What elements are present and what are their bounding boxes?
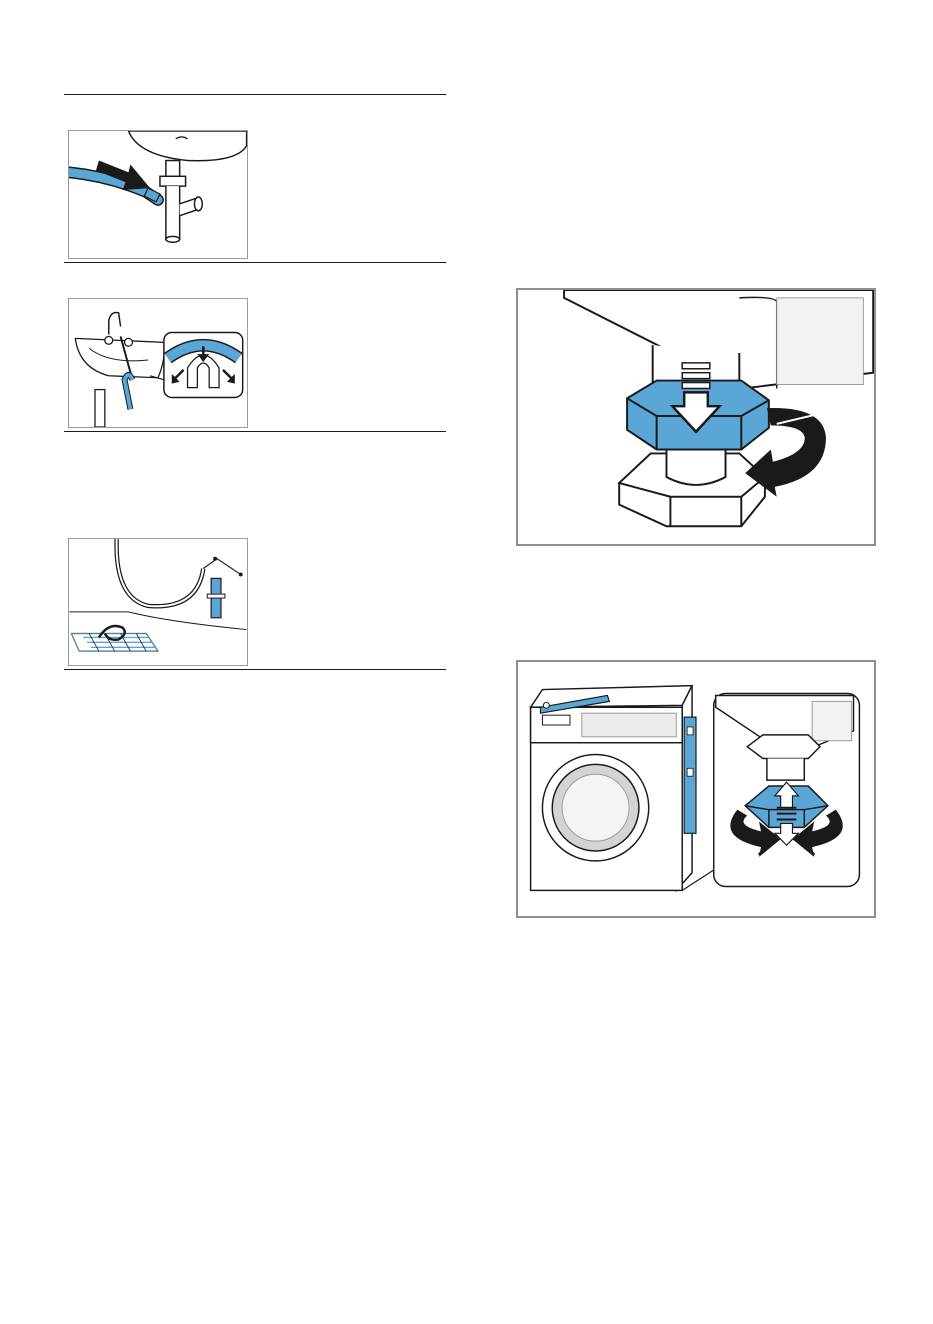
- section-rule: [64, 262, 446, 263]
- section-rule: [64, 431, 446, 432]
- drain-hose-siphon-figure: [68, 130, 248, 259]
- drain-hose-floor-figure: [68, 538, 248, 666]
- drain-hose-sink-bend-icon: [69, 299, 247, 427]
- drain-hose-sink-figure: [68, 298, 248, 428]
- drain-hose-floor-drain-icon: [69, 539, 247, 665]
- section-rule: [64, 94, 446, 95]
- foot-lock-nut-figure: [516, 288, 876, 546]
- drain-hose-siphon-connection-icon: [69, 131, 247, 258]
- spirit-level-foot-adjust-icon: [518, 662, 874, 916]
- machine-foot-lock-nut-icon: [518, 290, 874, 544]
- section-rule: [64, 669, 446, 670]
- level-machine-figure: [516, 660, 876, 918]
